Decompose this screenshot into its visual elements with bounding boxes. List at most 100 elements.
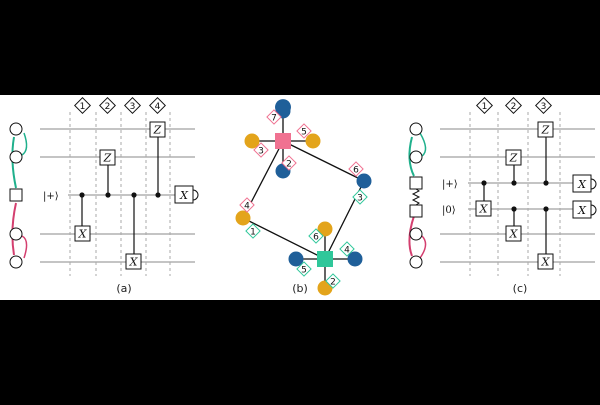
- qubit-node: [9, 122, 23, 136]
- ancilla-node: [409, 204, 423, 218]
- edge-label-diamond: [325, 273, 341, 289]
- x-gate-label: X: [78, 228, 88, 241]
- caption-b: (b): [292, 282, 308, 295]
- orange-node: [244, 133, 260, 149]
- x-gate: [537, 253, 554, 270]
- control-dot: [105, 192, 111, 198]
- ancilla-node: [9, 188, 23, 202]
- teal-edge-a2: [21, 132, 28, 156]
- orange-node: [235, 210, 251, 226]
- step-label: 2: [511, 102, 517, 112]
- input-state-plus: |+⟩: [43, 191, 59, 202]
- x-gate-label: X: [479, 203, 489, 216]
- edge-label-diamond: [281, 155, 297, 171]
- edge: [242, 217, 326, 260]
- step-label: 4: [155, 102, 161, 112]
- edge-label: 6: [313, 233, 319, 243]
- qubit-node: [9, 150, 23, 164]
- edge-label: 4: [344, 246, 350, 256]
- qubit-node: [409, 122, 423, 136]
- measure-x-gate: [174, 185, 194, 204]
- input-state-plus: |+⟩: [442, 179, 458, 190]
- z-gate: [149, 121, 166, 138]
- z-gate-label: Z: [541, 124, 550, 137]
- z-gate: [505, 149, 522, 166]
- edge-label: 4: [244, 202, 250, 212]
- z-gate-label: Z: [509, 152, 518, 165]
- edge-label: 2: [286, 160, 292, 170]
- step-label: 1: [482, 102, 488, 112]
- edge-label-diamond: [239, 197, 255, 213]
- qubit-node: [409, 150, 423, 164]
- edge-label-diamond: [296, 261, 312, 277]
- qubit-node: [9, 255, 23, 269]
- edge-label-diamond: [245, 223, 261, 239]
- control-dot: [543, 206, 549, 212]
- magenta-edge-a2: [21, 235, 28, 259]
- edge-label-diamond: [253, 142, 269, 158]
- step-markers-c: 1 2 3: [476, 97, 552, 114]
- measure-x-label: X: [577, 178, 587, 191]
- control-dot: [155, 192, 161, 198]
- z-gate-label: Z: [153, 124, 162, 137]
- teal-edge-c1: [408, 136, 415, 177]
- control-dot: [543, 180, 549, 186]
- control-dot: [511, 206, 517, 212]
- panel-a: 1 2 3 4 |+⟩ Z: [9, 97, 199, 295]
- edge-label: 3: [258, 147, 264, 157]
- green-square-node: [317, 251, 333, 267]
- qubit-node: [409, 227, 423, 241]
- blue-node: [347, 251, 363, 267]
- edge-label-diamond: [352, 189, 368, 205]
- measure-x-gate: [572, 200, 592, 219]
- magenta-edge-c2: [419, 235, 427, 259]
- z-gate: [99, 149, 116, 166]
- step-diamond: [476, 97, 493, 114]
- blue-node: [356, 173, 372, 189]
- ancilla-node: [409, 176, 423, 190]
- x-gate: [505, 225, 522, 242]
- spring-icon: [411, 188, 421, 206]
- blue-node: [288, 251, 304, 267]
- x-gate-label: X: [129, 256, 139, 269]
- edge-label-diamond: [266, 109, 282, 125]
- orange-node: [317, 221, 333, 237]
- panel-b: 7 5 3 2 4 1 6 3 6 4 5 2 (b): [235, 99, 372, 296]
- x-gate-label: X: [509, 228, 519, 241]
- step-label: 1: [80, 102, 86, 112]
- pink-square-node: [275, 133, 291, 149]
- step-markers-a: 1 2 3 4: [74, 97, 166, 114]
- input-state-zero: |0⟩: [442, 205, 456, 216]
- step-label: 2: [105, 102, 111, 112]
- teal-edge-c2: [419, 132, 427, 157]
- meter-icon: [192, 189, 199, 201]
- edge-label: 6: [353, 166, 359, 176]
- measure-x-gate: [572, 174, 592, 193]
- caption-c: (c): [513, 282, 528, 295]
- control-dot: [79, 192, 85, 198]
- step-diamond: [99, 97, 116, 114]
- edge: [282, 140, 365, 182]
- edge-label-diamond: [308, 228, 324, 244]
- control-dot: [511, 180, 517, 186]
- x-gate-label: X: [541, 256, 551, 269]
- magenta-edge-c1: [408, 215, 415, 257]
- caption-a: (a): [116, 282, 131, 295]
- edge-label-diamond: [339, 241, 355, 257]
- edge-label: 5: [301, 128, 307, 138]
- measure-x-label: X: [577, 204, 587, 217]
- step-diamond: [74, 97, 91, 114]
- x-gate: [125, 253, 142, 270]
- control-dot: [131, 192, 137, 198]
- edge-label: 5: [301, 266, 307, 276]
- edge-label-diamond: [296, 123, 312, 139]
- edge-label-diamond: [348, 161, 364, 177]
- step-diamond: [535, 97, 552, 114]
- meter-icon: [590, 204, 597, 216]
- meter-icon: [590, 178, 597, 190]
- edge-label: 1: [250, 228, 256, 238]
- control-dot: [481, 180, 487, 186]
- step-diamond: [505, 97, 522, 114]
- panel-c: 1 2 3 |+⟩ |0⟩: [408, 97, 597, 295]
